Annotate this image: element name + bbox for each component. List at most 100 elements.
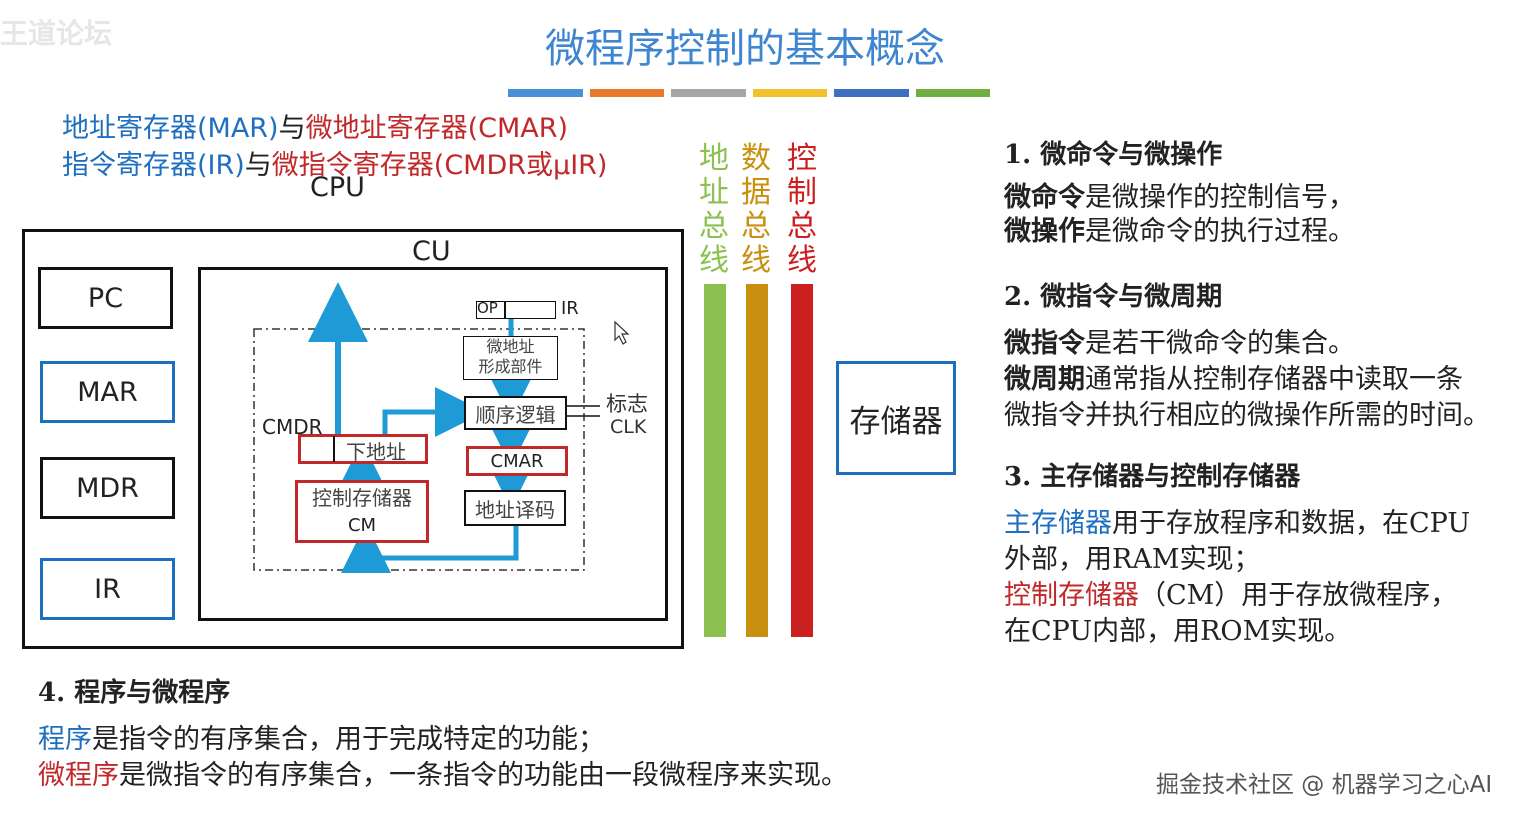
main-memory-term: 主存储器 — [1004, 508, 1112, 539]
s4-l2-rest: 是微指令的有序集合，一条指令的功能由一段微程序来实现。 — [119, 760, 848, 791]
data-bus-char: 数 — [741, 141, 771, 176]
unit-line-1: 微地址 — [486, 337, 535, 356]
micro-operation-term: 微操作 — [1004, 216, 1085, 247]
address-decode-label: 地址译码 — [475, 497, 555, 522]
data-bus-char: 线 — [741, 243, 771, 278]
control-bus-char: 总 — [787, 209, 817, 244]
control-bus-char: 制 — [787, 175, 817, 210]
title-bar-segment — [915, 89, 990, 97]
mar-text: 地址寄存器(MAR) — [62, 113, 279, 144]
section-1-line-1: 微命令是微操作的控制信号， — [1004, 180, 1355, 216]
cm-abbr-label: CM — [347, 515, 377, 536]
op-divider — [504, 301, 506, 319]
cpu-label: CPU — [310, 172, 365, 203]
header-line-2: 指令寄存器(IR)与微指令寄存器(CMDR或μIR) — [62, 143, 607, 182]
data-bus-char: 总 — [741, 209, 771, 244]
micro-command-term: 微命令 — [1004, 182, 1085, 213]
section-2-line-2: 微周期通常指从控制存储器中读取一条 — [1004, 362, 1463, 398]
title-bar-segment — [508, 89, 583, 97]
section-2-line-1: 微指令是若干微命令的集合。 — [1004, 326, 1355, 362]
memory-box: 存储器 — [836, 361, 956, 475]
and-text: 与 — [278, 113, 306, 144]
next-address-field — [298, 434, 428, 464]
micro-address-unit: 微地址 形成部件 — [463, 336, 558, 380]
micro-cycle-term: 微周期 — [1004, 364, 1085, 395]
ir-field-label: IR — [561, 298, 579, 319]
mdr-register: MDR — [40, 457, 175, 519]
address-decode-box: 地址译码 — [464, 490, 566, 526]
cmdr-text: 微指令寄存器(CMDR或μIR) — [271, 150, 608, 181]
title-bar-segment — [834, 89, 909, 97]
decode-to-cm-arrow — [341, 523, 519, 573]
micro-instruction-term: 微指令 — [1004, 328, 1085, 359]
section-4-line-2: 微程序是微指令的有序集合，一条指令的功能由一段微程序来实现。 — [38, 758, 848, 794]
s3-l3-rest: （CM）用于存放微程序， — [1139, 580, 1458, 611]
page-title: 微程序控制的基本概念 — [545, 26, 945, 72]
section-3-line-3: 控制存储器（CM）用于存放微程序， — [1004, 578, 1457, 614]
title-bar-segment — [589, 89, 664, 97]
control-storage-term: 控制存储器 — [1004, 580, 1139, 611]
header-line-1: 地址寄存器(MAR)与微地址寄存器(CMAR) — [62, 106, 568, 145]
watermark-bottom: 掘金技术社区 @ 机器学习之心AI — [1156, 772, 1493, 798]
program-term: 程序 — [38, 724, 92, 755]
next-addr-to-seq-arrow — [382, 387, 485, 437]
memory-label: 存储器 — [849, 403, 943, 440]
title-bar-segment — [671, 89, 746, 97]
address-bus-bar — [704, 284, 726, 637]
cu-dashed-region — [253, 328, 585, 571]
ir-text: 指令寄存器(IR) — [62, 150, 245, 181]
control-bus-char: 控 — [787, 141, 817, 176]
section-4-heading: 4. 程序与微程序 — [38, 678, 231, 708]
mar-label: MAR — [77, 376, 138, 408]
s3-l1-rest: 用于存放程序和数据，在CPU — [1112, 508, 1471, 539]
s2-l1-rest: 是若干微命令的集合。 — [1085, 328, 1355, 359]
address-bus-char: 址 — [699, 175, 729, 210]
section-1-line-2: 微操作是微命令的执行过程。 — [1004, 214, 1355, 250]
section-2-heading: 2. 微指令与微周期 — [1004, 282, 1223, 312]
and-text-2: 与 — [244, 150, 272, 181]
cu-label: CU — [412, 236, 451, 267]
mdr-label: MDR — [76, 472, 139, 504]
op-ir-field — [476, 301, 556, 319]
mouse-cursor-icon — [614, 320, 630, 345]
pc-register: PC — [38, 267, 173, 329]
s2-l2-rest: 通常指从控制存储器中读取一条 — [1085, 364, 1463, 395]
address-bus-char: 总 — [699, 209, 729, 244]
section-3-heading: 3. 主存储器与控制存储器 — [1004, 462, 1301, 492]
title-bar-segment — [752, 89, 827, 97]
cu-box — [198, 267, 668, 621]
control-bus-char: 线 — [787, 243, 817, 278]
ir-label: IR — [94, 573, 121, 605]
clk-label: CLK — [610, 416, 647, 438]
watermark-top: 王道论坛 — [0, 17, 113, 50]
s1-l2-rest: 是微命令的执行过程。 — [1085, 216, 1355, 247]
control-bus-bar — [791, 284, 813, 637]
microprogram-term: 微程序 — [38, 760, 119, 791]
ir-register: IR — [40, 558, 175, 620]
sequence-logic: 顺序逻辑 — [464, 396, 567, 430]
mar-register: MAR — [40, 361, 175, 423]
section-1-heading: 1. 微命令与微操作 — [1004, 140, 1223, 170]
cm-name-label: 控制存储器 — [312, 486, 412, 510]
section-3-line-4: 在CPU内部，用ROM实现。 — [1004, 616, 1352, 647]
cmar-label: CMAR — [490, 450, 544, 472]
cmar-text: 微地址寄存器(CMAR) — [305, 113, 569, 144]
flag-label: 标志 — [606, 392, 648, 416]
section-3-line-2: 外部，用RAM实现； — [1004, 544, 1261, 575]
seq-logic-label: 顺序逻辑 — [475, 402, 556, 427]
unit-line-2: 形成部件 — [478, 357, 543, 376]
data-bus-bar — [746, 284, 768, 637]
next-address-label: 下地址 — [346, 440, 406, 464]
pc-label: PC — [87, 282, 124, 314]
cmar-box: CMAR — [466, 446, 568, 476]
s1-l1-rest: 是微操作的控制信号， — [1085, 182, 1355, 213]
title-color-bar — [508, 89, 990, 97]
control-storage-box: 控制存储器 CM — [295, 480, 429, 543]
address-bus-char: 地 — [699, 141, 729, 176]
address-bus-char: 线 — [699, 243, 729, 278]
op-label: OP — [477, 299, 498, 317]
s4-l1-rest: 是指令的有序集合，用于完成特定的功能； — [92, 724, 605, 755]
section-3-line-1: 主存储器用于存放程序和数据，在CPU — [1004, 506, 1470, 542]
data-bus-char: 据 — [741, 175, 771, 210]
